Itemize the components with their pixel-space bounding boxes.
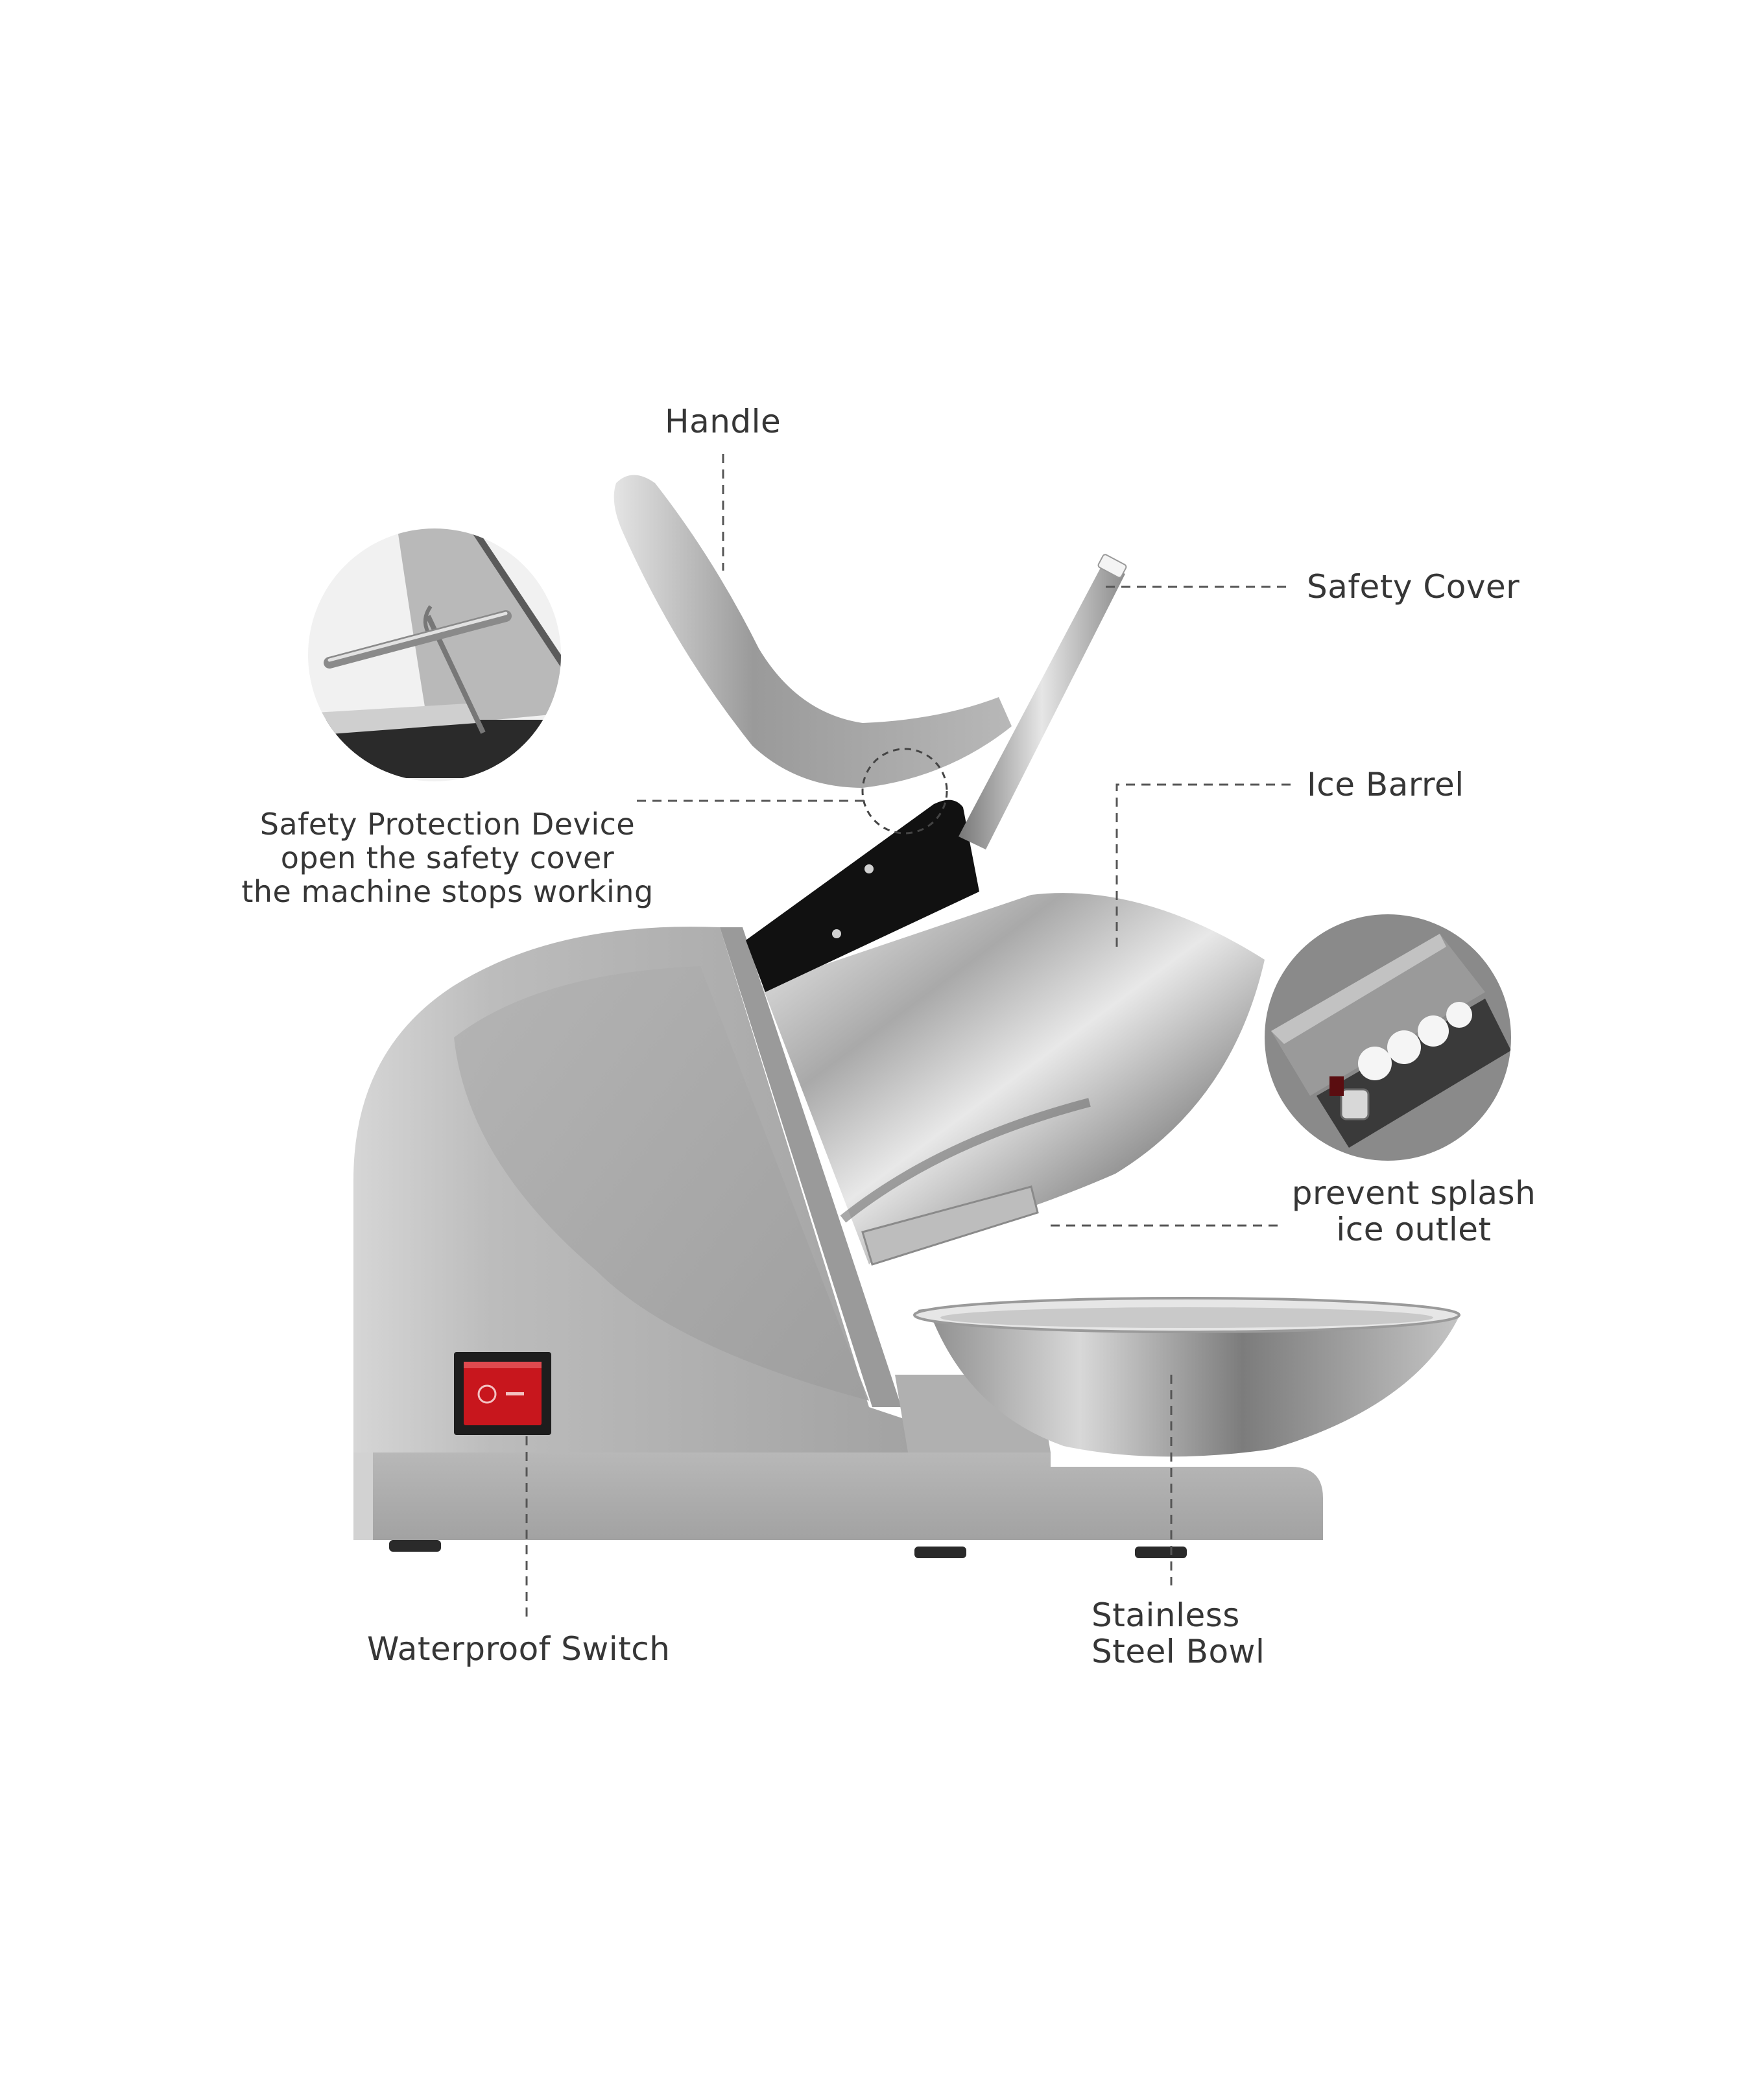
foot [389, 1540, 441, 1552]
safety-protection-label: Safety Protection Device open the safety… [220, 807, 674, 908]
bowl-label-line-2: Steel Bowl [1091, 1633, 1265, 1670]
handle-label: Handle [665, 403, 781, 440]
stainless-bowl [913, 1297, 1460, 1457]
safety-cover-label: Safety Cover [1307, 568, 1520, 606]
ice-outlet-label: prevent splash ice outlet [1278, 1175, 1550, 1248]
foot [914, 1547, 966, 1558]
ice-outlet-line-1: prevent splash [1291, 1174, 1536, 1212]
safety-protection-line-2: open the safety cover [280, 840, 615, 875]
ice-barrel [762, 893, 1265, 1266]
ice-barrel-label: Ice Barrel [1307, 766, 1464, 803]
waterproof-switch-label: Waterproof Switch [367, 1630, 671, 1668]
waterproof-switch[interactable] [454, 1352, 551, 1435]
safety-protection-line-1: Safety Protection Device [259, 807, 636, 842]
ice-outlet-line-2: ice outlet [1336, 1211, 1492, 1248]
safety-protection-line-3: the machine stops working [241, 874, 654, 909]
machine-base [353, 1452, 1323, 1558]
stainless-bowl-label: Stainless Steel Bowl [1091, 1597, 1265, 1670]
handle [614, 475, 1012, 788]
foot [1135, 1547, 1187, 1558]
switch-on-symbol-icon [506, 1392, 524, 1395]
safety-device-highlight [861, 748, 948, 835]
bowl-label-line-1: Stainless [1091, 1596, 1240, 1634]
machine-body [353, 927, 1051, 1452]
switch-off-symbol-icon [477, 1384, 497, 1404]
safety-cover [959, 554, 1127, 849]
blade-housing [746, 800, 979, 992]
ice-barrel-leader-line [1115, 783, 1291, 950]
leader-lines [525, 454, 1291, 1618]
inset-safety-device [308, 528, 561, 781]
inset-ice-outlet [1265, 914, 1511, 1161]
